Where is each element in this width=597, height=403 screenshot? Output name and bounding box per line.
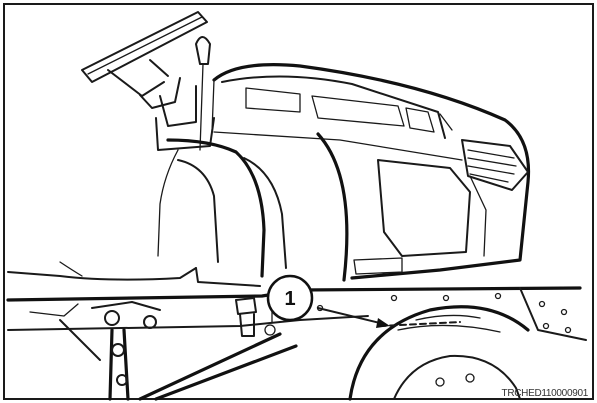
hood bbox=[211, 63, 531, 280]
figure-frame bbox=[3, 3, 594, 400]
fender bbox=[157, 138, 287, 278]
side-panel bbox=[316, 132, 487, 282]
underbody-components bbox=[29, 297, 276, 337]
seat-and-deck bbox=[7, 261, 261, 287]
location-marker-line bbox=[379, 321, 461, 327]
reference-code: TRCHED110000901 bbox=[502, 388, 589, 399]
linkage-arms bbox=[59, 319, 298, 401]
callout-leader bbox=[317, 307, 390, 328]
callout-arrowhead bbox=[376, 318, 390, 328]
front-wheel bbox=[348, 305, 530, 401]
front-grille bbox=[461, 139, 529, 191]
callout-number: 1 bbox=[284, 288, 295, 310]
steering-column bbox=[155, 36, 215, 151]
steering-wheel bbox=[81, 11, 208, 109]
callout-badge: 1 bbox=[266, 274, 314, 322]
callout-circle bbox=[266, 274, 314, 322]
